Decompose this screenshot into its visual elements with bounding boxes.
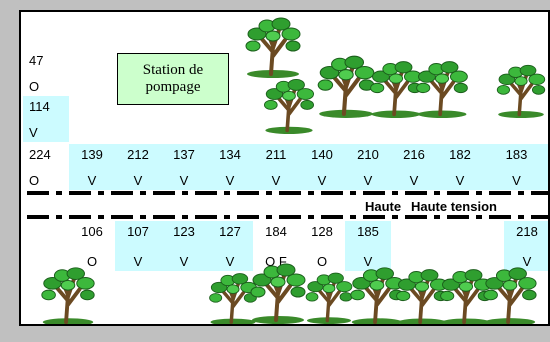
plot-code: O bbox=[316, 254, 328, 269]
plot-cell: 185 V bbox=[345, 221, 391, 271]
plot-code: V bbox=[409, 173, 419, 188]
plot-number: 140 bbox=[311, 147, 333, 162]
plot-number: 224 bbox=[29, 147, 51, 162]
plot-number: 216 bbox=[403, 147, 425, 162]
plot-code: V bbox=[512, 173, 521, 188]
plot-number: 137 bbox=[173, 147, 195, 162]
plot-cell: 212 V bbox=[115, 144, 161, 190]
plot-cell: 47 O bbox=[23, 50, 69, 96]
plot-number: 139 bbox=[81, 147, 103, 162]
tree-icon bbox=[39, 265, 97, 324]
tree-icon bbox=[262, 77, 316, 134]
plot-number: 134 bbox=[219, 147, 241, 162]
plot-cell: 139 V bbox=[69, 144, 115, 190]
plot-cell: 210 V bbox=[345, 144, 391, 190]
plot-code: V bbox=[29, 125, 38, 140]
station-label-line-1: Station de bbox=[142, 61, 204, 78]
plot-cell: 134 V bbox=[207, 144, 253, 190]
plot-code: V bbox=[133, 173, 143, 188]
plot-cell: 211 V bbox=[253, 144, 299, 190]
plot-cell: 114 V bbox=[23, 96, 69, 142]
plot-cell: 137 V bbox=[161, 144, 207, 190]
plot-number: 184 bbox=[265, 224, 287, 239]
plot-code: V bbox=[363, 254, 373, 269]
plot-code: O bbox=[29, 173, 40, 188]
plot-number: 123 bbox=[173, 224, 195, 239]
plot-code: V bbox=[225, 254, 235, 269]
plot-cell: 140 V bbox=[299, 144, 345, 190]
pumping-station-label: Station de pompage bbox=[117, 53, 229, 105]
diagram-canvas: Station de pompage 47 O 114 V 224 O 139 … bbox=[19, 10, 550, 326]
plot-code: V bbox=[133, 254, 143, 269]
plot-code: V bbox=[225, 173, 235, 188]
plot-cell: 182 V bbox=[437, 144, 483, 190]
plot-cell: 183 V bbox=[483, 144, 548, 190]
plot-code: V bbox=[179, 254, 189, 269]
plot-code: V bbox=[271, 173, 281, 188]
plot-code: V bbox=[87, 173, 97, 188]
plot-cell: 216 V bbox=[391, 144, 437, 190]
plot-code: V bbox=[522, 254, 532, 269]
plot-cell: 123 V bbox=[161, 221, 207, 271]
plot-number: 211 bbox=[265, 147, 287, 162]
plot-cell: 218 V bbox=[504, 221, 548, 271]
plot-number: 185 bbox=[357, 224, 379, 239]
high-voltage-label-short: Haute bbox=[365, 199, 402, 214]
plot-number: 183 bbox=[505, 147, 528, 162]
plot-cell: 224 O bbox=[23, 144, 69, 190]
high-voltage-lines bbox=[27, 191, 548, 219]
plot-code: V bbox=[455, 173, 465, 188]
station-label-line-2: pompage bbox=[145, 79, 201, 95]
plot-number: 114 bbox=[29, 99, 50, 114]
plot-code: V bbox=[363, 173, 373, 188]
plot-number: 107 bbox=[127, 224, 149, 239]
plot-cell: 107 V bbox=[115, 221, 161, 271]
plot-cell: 128 O bbox=[299, 221, 345, 271]
tree-icon bbox=[414, 59, 470, 118]
plot-number: 182 bbox=[449, 147, 471, 162]
high-voltage-label: Haute tension bbox=[411, 199, 497, 214]
plot-code: V bbox=[179, 173, 189, 188]
tree-icon bbox=[244, 16, 302, 78]
plot-cell: 127 V bbox=[207, 221, 253, 271]
plot-code: O bbox=[29, 79, 40, 94]
plot-code: V bbox=[317, 173, 327, 188]
tree-icon bbox=[495, 63, 547, 118]
plot-number: 218 bbox=[516, 224, 538, 239]
plot-number: 128 bbox=[311, 224, 333, 239]
plot-number: 106 bbox=[81, 224, 103, 239]
plot-cell: 106 O bbox=[69, 221, 115, 271]
plot-code: O bbox=[86, 254, 98, 269]
tree-icon bbox=[249, 262, 307, 324]
tree-icon bbox=[481, 265, 539, 324]
plot-number: 127 bbox=[219, 224, 241, 239]
plot-number: 47 bbox=[29, 53, 44, 68]
plot-number: 210 bbox=[357, 147, 379, 162]
plot-number: 212 bbox=[127, 147, 149, 162]
